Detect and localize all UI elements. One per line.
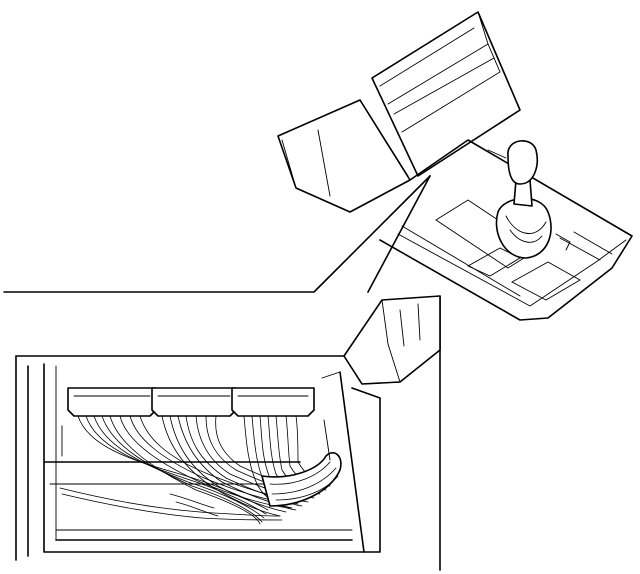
overview-console-view xyxy=(277,11,633,321)
connector-1 xyxy=(67,387,157,417)
connector-2 xyxy=(151,387,237,417)
connector-detail-view xyxy=(15,295,441,571)
wire-harness xyxy=(59,415,342,525)
zoom-callout xyxy=(3,175,431,293)
mounting-bracket xyxy=(343,295,441,385)
dash-panel xyxy=(371,11,521,177)
shift-knob xyxy=(507,140,538,185)
connector-housings xyxy=(67,387,315,417)
console-outline xyxy=(379,139,633,321)
center-trim-panel xyxy=(277,99,411,213)
bent-cable-bundle xyxy=(261,452,342,507)
connector-3 xyxy=(231,387,315,417)
shift-boot xyxy=(495,197,552,259)
